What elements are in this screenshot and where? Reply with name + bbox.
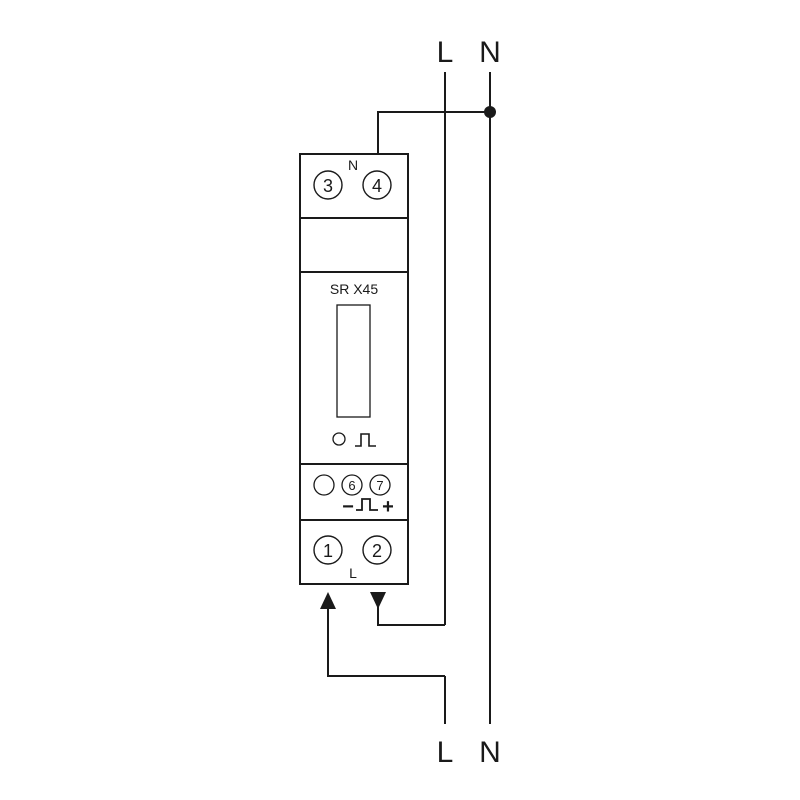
pulse-output-symbol-icon bbox=[356, 498, 378, 511]
pulse-terminal-blank bbox=[313, 474, 335, 496]
terminal-1 bbox=[313, 535, 343, 565]
live-terminal-label: L bbox=[349, 565, 357, 581]
neutral-tap-wire bbox=[377, 111, 490, 154]
meter-display-window bbox=[336, 304, 371, 418]
pulse-led-icon bbox=[332, 432, 346, 446]
pulse-symbol-icon bbox=[355, 433, 376, 447]
meter-model-label: SR X45 bbox=[330, 281, 378, 297]
neutral-junction-dot bbox=[484, 106, 496, 118]
top-live-label: L bbox=[437, 36, 454, 69]
terminal-4-label: 4 bbox=[372, 176, 382, 196]
pulse-terminal-6-label: 6 bbox=[348, 478, 355, 493]
bottom-neutral-label: N bbox=[479, 736, 501, 769]
neutral-terminal-label: N bbox=[348, 157, 358, 173]
terminal-4 bbox=[362, 170, 392, 200]
terminal-1-label: 1 bbox=[323, 541, 333, 561]
pulse-terminal-7-label: 7 bbox=[376, 478, 383, 493]
meter-blank-section bbox=[299, 217, 409, 273]
arrow-up-icon bbox=[320, 592, 336, 609]
live-input-wire bbox=[327, 598, 445, 677]
live-output-wire bbox=[377, 598, 445, 626]
pulse-minus-label: − bbox=[342, 496, 354, 518]
terminal-2 bbox=[362, 535, 392, 565]
terminal-3-label: 3 bbox=[323, 176, 333, 196]
pulse-plus-label: + bbox=[382, 496, 394, 518]
top-neutral-label: N bbox=[479, 36, 501, 69]
terminal-2-label: 2 bbox=[372, 541, 382, 561]
pulse-terminal-7 bbox=[369, 474, 391, 496]
energy-meter: 3 4 N SR X45 6 7 − + 1 2 L bbox=[299, 153, 409, 585]
bottom-live-label: L bbox=[437, 736, 454, 769]
pulse-terminal-6 bbox=[341, 474, 363, 496]
terminal-3 bbox=[313, 170, 343, 200]
arrow-down-icon bbox=[370, 592, 386, 609]
